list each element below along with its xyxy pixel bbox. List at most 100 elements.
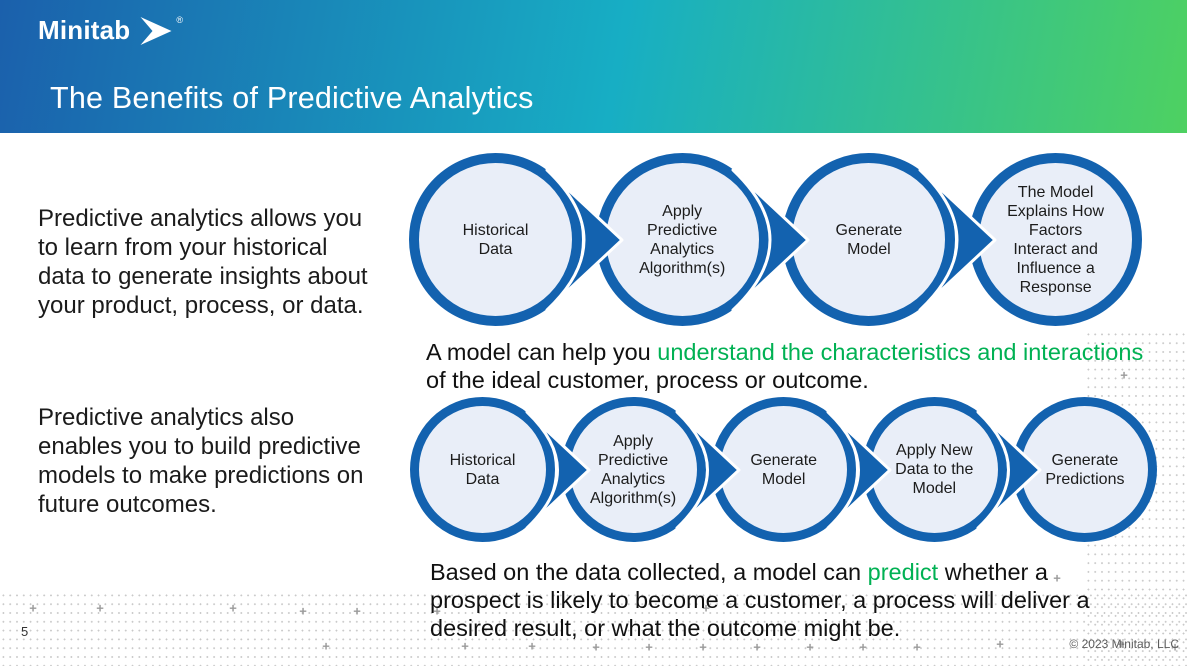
flow-step-label-line: Analytics [650,240,715,258]
plus-mark: + [353,603,361,619]
flow-step-label-line: Influence a [1016,259,1095,277]
plus-mark: + [299,603,307,619]
plus-mark: + [528,638,536,654]
flow-step-label-line: Data to the [895,461,974,478]
caption-text: of the ideal customer, process or outcom… [426,367,869,393]
text-line: data to generate insights about [38,263,368,290]
flow-arrow [675,410,741,529]
plus-mark: + [1117,636,1125,652]
minitab-arrow-icon [140,17,172,45]
plus-mark: + [1053,570,1061,586]
flow-step-label-line: Historical [462,221,529,239]
plus-mark: + [1120,503,1128,519]
page-number: 5 [21,624,29,639]
flow-step-label-line: Generate [750,451,818,469]
plus-mark: + [645,639,653,655]
copyright-text: © 2023 Minitab, LLC [1069,637,1179,651]
plus-mark: + [699,639,707,655]
plus-mark: + [592,639,600,655]
plus-mark: + [229,600,237,616]
plus-mark: + [806,639,814,655]
plus-mark: + [859,639,867,655]
prediction-caption: Based on the data collected, a model can… [430,558,1090,642]
flow-arrow [826,410,892,529]
plus-mark: + [1171,639,1179,655]
text-line: to learn from your historical [38,234,328,261]
flow-step-label-line: Historical [449,451,516,469]
caption-text: desired result, or what the outcome migh… [430,615,901,641]
flow-step-label-line: Data [478,240,513,258]
plus-mark: + [996,636,1004,652]
flow-arrow [976,410,1042,529]
flow-arrow [545,168,623,311]
plus-mark: + [433,603,441,619]
flow-step-label-line: The Model [1017,183,1094,201]
flow-step-label-line: Apply New [896,442,973,459]
flow-arrow [731,168,810,311]
plus-mark: + [1120,367,1128,383]
caption-line: of the ideal customer, process or outcom… [426,366,1143,394]
flow-step-label-line: Predictive [597,451,669,469]
caption-text: whether a [938,559,1048,585]
plus-mark: + [702,600,710,616]
caption-line: desired result, or what the outcome migh… [430,614,1090,642]
flow-step-label-line: Model [761,470,806,488]
flow-arrow [918,168,997,311]
flow-step-label-line: Algorithm(s) [639,259,726,277]
flow-step-label-line: Apply [662,202,703,220]
text-line: your product, process, or data. [38,292,364,319]
text-line: Predictive analytics allows you [38,205,363,232]
flow-arrow [525,410,590,529]
flow-step-label-line: Data [465,470,500,488]
flow-step-label-line: Response [1019,278,1092,296]
caption-text: A model can help you [426,339,658,365]
plus-mark: + [29,600,37,616]
text-line: models to make predictions on [38,462,364,489]
highlighted-text: predict [867,559,939,585]
caption-line: Based on the data collected, a model can… [430,558,1090,586]
flow-step-label-line: Algorithm(s) [589,489,677,507]
flow-step-label-line: Interact and [1013,240,1098,258]
text-line: enables you to build predictive [38,433,361,460]
text-line: future outcomes. [38,491,217,518]
flow-step-label-line: Factors [1028,221,1083,239]
flow-step-label-line: Analytics [601,470,666,488]
flow-step-label-line: Generate [835,221,903,239]
caption-text: Based on the data collected, a model can [430,559,868,585]
highlighted-text: understand the characteristics and inter… [657,339,1144,365]
minitab-logo-text: Minitab [38,15,131,45]
caption-text: prospect is likely to become a customer,… [430,587,1090,613]
page-title: The Benefits of Predictive Analytics [50,81,534,115]
header-banner: Minitab ® The Benefits of Predictive Ana… [0,0,1187,133]
plus-mark: + [753,639,761,655]
plus-mark: + [461,638,469,654]
flow-step-label-line: Predictive [647,221,718,239]
caption-line: A model can help you understand the char… [426,338,1143,366]
text-line: Predictive analytics also [38,404,295,431]
plus-mark: + [322,638,330,654]
flow-step-label-line: Model [847,240,891,258]
minitab-logo: Minitab ® [38,15,183,46]
insight-caption: A model can help you understand the char… [426,338,1143,394]
flow-step-label-line: Apply [613,432,654,450]
flow-step-label-line: Model [912,480,957,497]
